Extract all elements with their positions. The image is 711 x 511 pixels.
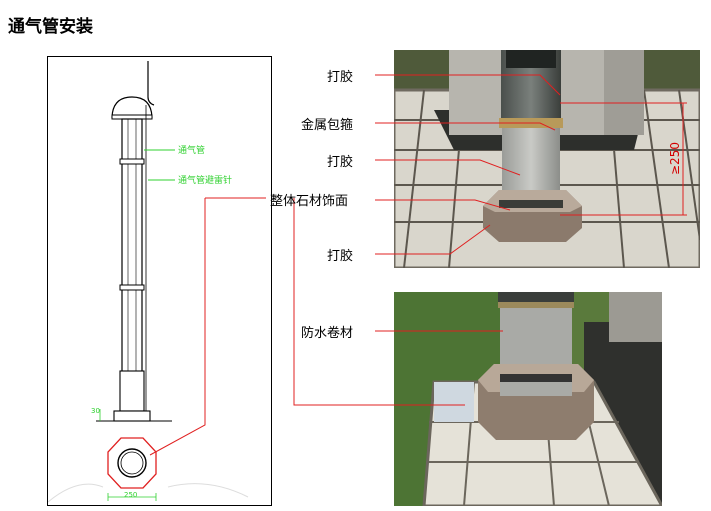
label-sealant-bottom: 打胶 <box>327 249 354 264</box>
label-lightning-rod: 通气管避雷针 <box>178 176 233 186</box>
vent-pipe-drawing <box>47 56 272 506</box>
dim-base: 250 <box>124 491 138 499</box>
photo-bottom-illustration <box>394 292 662 506</box>
label-stone-finish: 整体石材饰面 <box>270 194 349 209</box>
label-metal-clamp: 金属包箍 <box>301 118 354 133</box>
label-waterproof-roll: 防水卷材 <box>301 326 354 341</box>
label-sealant-mid: 打胶 <box>327 155 354 170</box>
photo-top <box>394 50 700 268</box>
label-vent-pipe: 通气管 <box>178 146 206 156</box>
dim-side: 30 <box>91 407 100 415</box>
photo-top-illustration <box>394 50 700 268</box>
vent-pipe-elevation-svg <box>47 61 249 503</box>
dimension-250: ≥250 <box>668 142 682 175</box>
photo-bottom <box>394 292 662 506</box>
page-title: 通气管安装 <box>8 17 93 37</box>
label-sealant-top: 打胶 <box>327 70 354 85</box>
